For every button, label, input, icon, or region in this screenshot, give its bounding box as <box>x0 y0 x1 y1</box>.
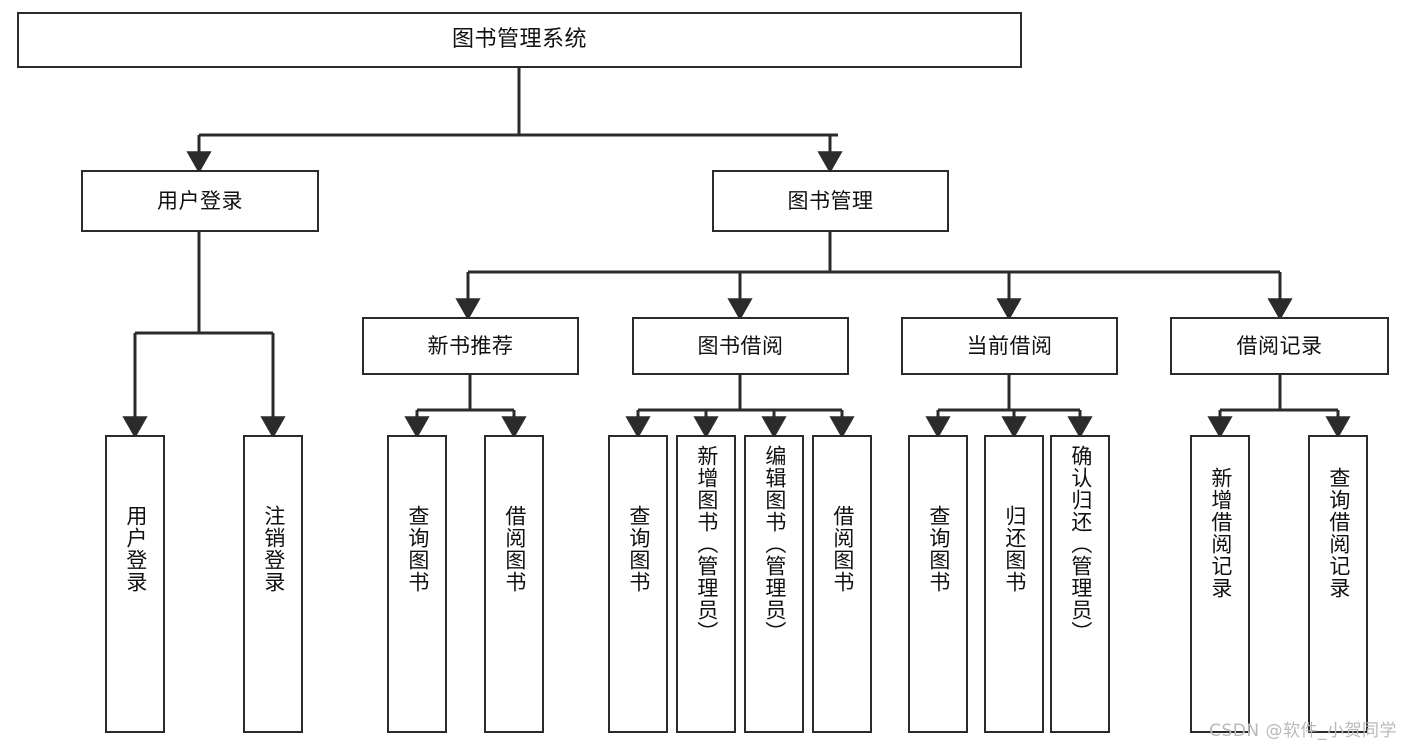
node-leaf-query-record-label: 查询借阅记录 <box>1326 467 1351 599</box>
node-leaf-query-book-3[interactable]: 查询图书 <box>908 435 968 733</box>
node-borrow-record[interactable]: 借阅记录 <box>1170 317 1389 375</box>
node-leaf-query-book-2[interactable]: 查询图书 <box>608 435 668 733</box>
node-leaf-query-record[interactable]: 查询借阅记录 <box>1308 435 1368 733</box>
node-new-book-recommend-label: 新书推荐 <box>427 333 514 358</box>
node-leaf-user-login-label: 用户登录 <box>123 505 148 593</box>
node-leaf-user-login[interactable]: 用户登录 <box>105 435 165 733</box>
node-leaf-borrow-book-1-label: 借阅图书 <box>502 505 527 593</box>
node-leaf-return-book-label: 归还图书 <box>1002 505 1027 593</box>
node-current-borrow-label: 当前借阅 <box>966 333 1053 358</box>
node-root-label: 图书管理系统 <box>451 27 587 53</box>
node-book-borrow-label: 图书借阅 <box>697 333 784 358</box>
node-leaf-borrow-book-1[interactable]: 借阅图书 <box>484 435 544 733</box>
node-current-borrow[interactable]: 当前借阅 <box>901 317 1118 375</box>
node-book-manage[interactable]: 图书管理 <box>712 170 949 232</box>
node-leaf-add-record-label: 新增借阅记录 <box>1208 467 1233 599</box>
node-leaf-user-logout[interactable]: 注销登录 <box>243 435 303 733</box>
node-leaf-borrow-book-2-label: 借阅图书 <box>830 505 855 593</box>
watermark-text: CSDN @软件_小贺同学 <box>1209 721 1397 741</box>
node-leaf-add-book-label: 新增图书（管理员） <box>694 445 719 643</box>
node-root[interactable]: 图书管理系统 <box>17 12 1022 68</box>
node-leaf-add-book[interactable]: 新增图书（管理员） <box>676 435 736 733</box>
node-borrow-record-label: 借阅记录 <box>1236 333 1323 358</box>
node-leaf-confirm-return-label: 确认归还（管理员） <box>1068 445 1093 643</box>
node-leaf-query-book-1-label: 查询图书 <box>405 505 430 593</box>
node-leaf-edit-book-label: 编辑图书（管理员） <box>762 445 787 643</box>
node-user-login-label: 用户登录 <box>157 188 243 213</box>
node-leaf-user-logout-label: 注销登录 <box>261 505 286 593</box>
node-user-login[interactable]: 用户登录 <box>81 170 319 232</box>
node-new-book-recommend[interactable]: 新书推荐 <box>362 317 579 375</box>
node-leaf-query-book-2-label: 查询图书 <box>626 505 651 593</box>
node-leaf-add-record[interactable]: 新增借阅记录 <box>1190 435 1250 733</box>
node-leaf-query-book-3-label: 查询图书 <box>926 505 951 593</box>
node-leaf-query-book-1[interactable]: 查询图书 <box>387 435 447 733</box>
node-leaf-confirm-return[interactable]: 确认归还（管理员） <box>1050 435 1110 733</box>
node-leaf-borrow-book-2[interactable]: 借阅图书 <box>812 435 872 733</box>
node-leaf-edit-book[interactable]: 编辑图书（管理员） <box>744 435 804 733</box>
node-book-manage-label: 图书管理 <box>787 188 874 213</box>
node-book-borrow[interactable]: 图书借阅 <box>632 317 849 375</box>
node-leaf-return-book[interactable]: 归还图书 <box>984 435 1044 733</box>
